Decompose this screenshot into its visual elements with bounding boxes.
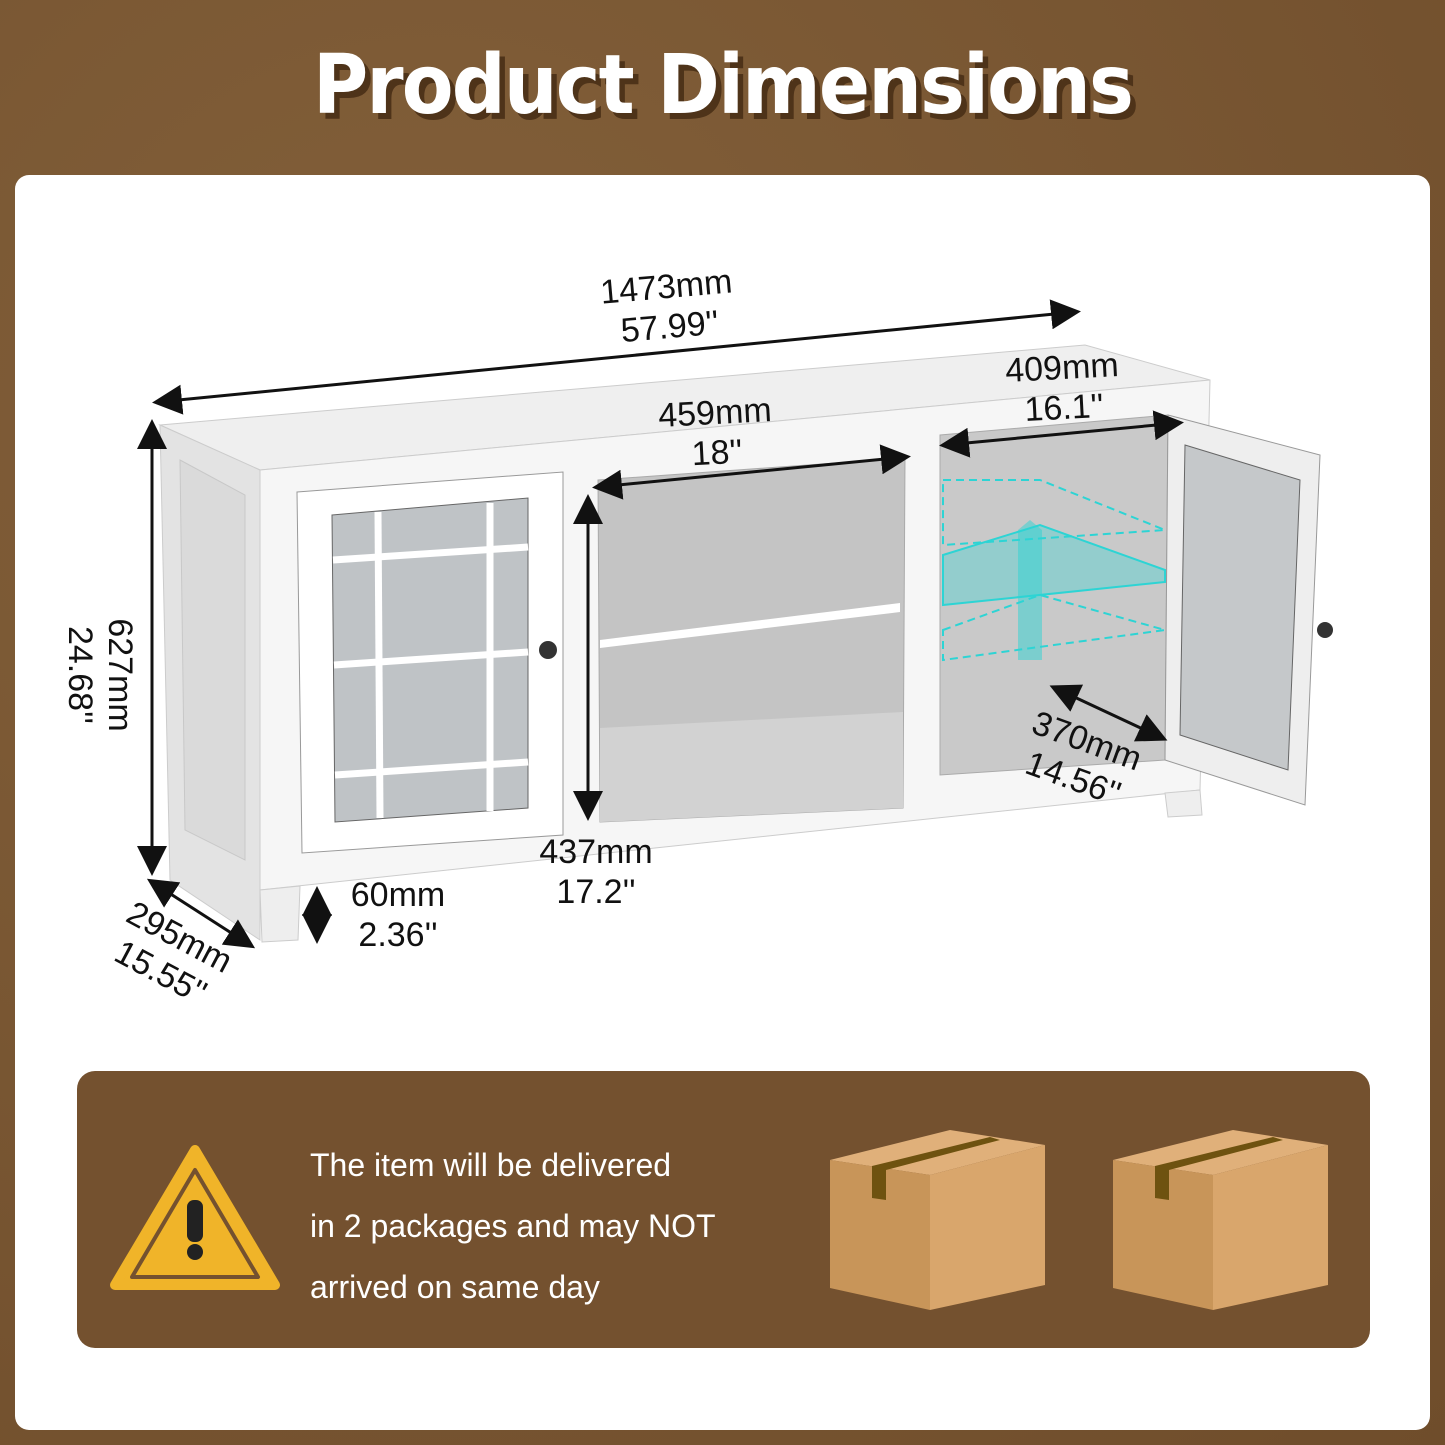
delivery-notice-text: The item will be delivered in 2 packages… <box>310 1135 716 1318</box>
notice-line: The item will be delivered <box>310 1147 672 1183</box>
notice-line: in 2 packages and may NOT <box>310 1208 716 1244</box>
knob-icon <box>539 641 557 659</box>
package-box-icon <box>1113 1130 1328 1310</box>
warning-icon <box>110 1145 280 1290</box>
page-title: Product Dimensions <box>312 38 1134 133</box>
notice-line: arrived on same day <box>310 1269 600 1305</box>
left-glass-door <box>296 471 564 854</box>
adjustable-arrow-icon <box>1018 520 1042 660</box>
package-box-icon <box>830 1130 1045 1310</box>
